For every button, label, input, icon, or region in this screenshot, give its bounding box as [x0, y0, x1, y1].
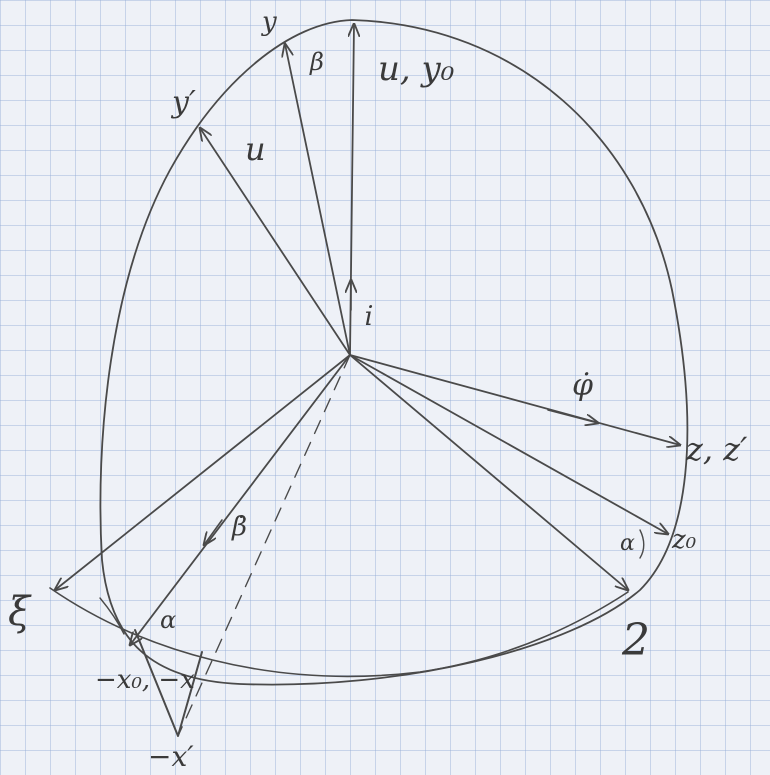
label-z-zprime: z, z′ [685, 430, 748, 468]
vector-y [285, 44, 351, 356]
label-beta: β [309, 48, 324, 76]
label-alpha-left: α [160, 606, 176, 634]
label-u-y0: u, y₀ [378, 49, 455, 89]
label-x0-x: −x₀, −x [95, 665, 195, 695]
label-z0: z₀ [671, 525, 697, 555]
label-two: 2 [621, 615, 650, 666]
alpha-left-arc [99, 597, 125, 635]
label-u: u [245, 130, 266, 168]
label-y: y [261, 7, 277, 37]
label-y-prime: y′ [170, 85, 196, 120]
label-alpha-right: α [620, 531, 635, 556]
vector-y-prime [200, 128, 351, 356]
vector-z0 [349, 354, 668, 534]
vector-x-prime-dashed [177, 354, 351, 737]
vector-x0 [130, 354, 351, 645]
vector-xi [55, 354, 351, 590]
label-i-dot: i̇ [364, 302, 373, 332]
phi-dot-arrow [547, 409, 598, 423]
label-beta-dot: β̇ [231, 512, 247, 542]
label-xi: ξ [8, 589, 32, 635]
label-phi-dot: φ̇ [572, 368, 593, 403]
vector-2 [349, 354, 628, 590]
label-x-prime: −x′ [148, 740, 194, 773]
x-prime-triangle [134, 629, 203, 737]
vector-z [349, 354, 680, 445]
beta-dot-arrow [204, 519, 223, 545]
alpha-right-arc [639, 529, 645, 559]
outer-ellipse [99, 19, 689, 686]
